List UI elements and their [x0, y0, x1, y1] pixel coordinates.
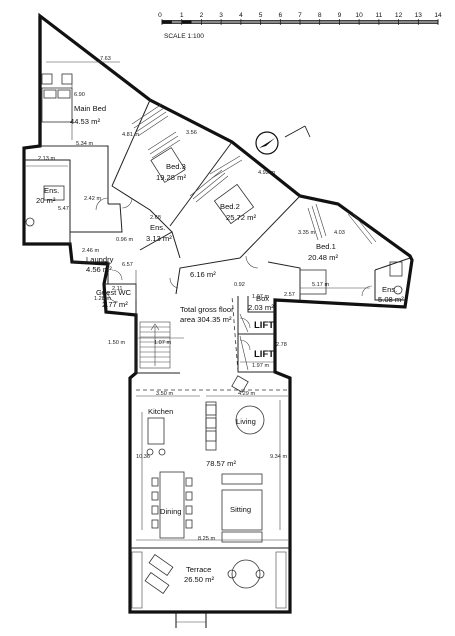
ensuite-left-label: Ens. [44, 186, 59, 195]
dim-0-92: 0.92 [234, 282, 245, 288]
scale-tick-13: 13 [415, 12, 423, 19]
dim-2-11: 2.11 [112, 286, 122, 292]
staircase [139, 321, 171, 369]
dim-6-57: 6.57 [122, 262, 133, 268]
lift-lower-label: LIFT [254, 349, 274, 360]
dim-9-34: 9.34 m [270, 454, 287, 460]
scale-tick-9: 9 [338, 12, 342, 19]
dimension-lines [26, 61, 370, 541]
scale-tick-14: 14 [434, 12, 442, 19]
dim-5-34: 5.34 m [76, 141, 93, 147]
terrace-railing [131, 551, 287, 628]
dim-5-17: 5.17 m [312, 282, 329, 288]
wardrobes [131, 103, 377, 245]
bed1-area: 20.48 m² [308, 253, 338, 262]
laundry-area: 4.56 m² [86, 265, 112, 274]
dim-1-28: 1.28 m [94, 296, 111, 302]
interior-walls [24, 99, 411, 549]
guest-wc-label: Guest WC [96, 288, 132, 297]
dim-6-90: 6.90 [74, 92, 85, 98]
hall-area: 6.16 m² [190, 270, 216, 279]
dim-5-47: 5.47 [58, 206, 69, 212]
dim-1-50: 1.50 m [108, 340, 125, 346]
dim-2-57: 2.57 [284, 292, 295, 298]
dim-2-42: 2.42 m [84, 196, 101, 202]
main-bed-label: Main Bed [74, 104, 106, 113]
dim-2-13: 2.13 m [38, 156, 55, 162]
dim-4-29: 4.29 m [238, 391, 255, 397]
furniture [25, 73, 403, 594]
laundry-label: Laundry [86, 255, 114, 264]
ensuite-left-area: 20 m² [36, 196, 56, 205]
terrace-label: Terrace [186, 565, 211, 574]
dim-0-96: 0.96 m [116, 237, 133, 243]
sitting-label: Sitting [230, 505, 251, 514]
dim-8-25: 8.25 m [198, 536, 215, 542]
scale-label: SCALE 1:100 [164, 33, 204, 40]
dim-2-68: 2.68 [150, 215, 161, 221]
bed1-label: Bed.1 [316, 242, 336, 251]
living-space-area: 78.57 m² [206, 459, 236, 468]
scale-tick-12: 12 [395, 12, 403, 19]
scale-tick-1: 1 [180, 12, 184, 19]
scale-tick-5: 5 [259, 12, 263, 19]
scale-tick-7: 7 [298, 12, 302, 19]
ensuite-mid-label: Ens. [150, 223, 165, 232]
dim-1-07: 1.07 m [154, 340, 171, 346]
scale-tick-0: 0 [158, 12, 162, 19]
dim-3-35: 3.35 m [298, 230, 315, 236]
dim-1-97-bottom: 1.97 m [252, 363, 269, 369]
scale-tick-2: 2 [200, 12, 204, 19]
bed3-area: 19.28 m² [156, 173, 186, 182]
total-area-line2: area 304.35 m² [180, 315, 232, 324]
dim-4-92: 4.92 m [258, 170, 275, 176]
scale-tick-10: 10 [355, 12, 363, 19]
dining-label: Dining [160, 507, 182, 516]
ensuite-right-area: 5.08 m² [378, 295, 404, 304]
terrace-area: 26.50 m² [184, 575, 214, 584]
dim-7-63: 7.63 [100, 56, 111, 62]
kitchen-label: Kitchen [148, 407, 173, 416]
ensuite-mid-area: 3.13 m² [146, 234, 172, 243]
total-area-line1: Total gross floor [180, 305, 234, 314]
dim-4-81: 4.81 m [122, 132, 139, 138]
dim-4-03: 4.03 [334, 230, 345, 236]
scale-tick-6: 6 [278, 12, 282, 19]
main-bed-area: 44.53 m² [70, 117, 100, 126]
box-area: 2.03 m² [248, 303, 274, 312]
lift-shaft-icon [239, 313, 251, 371]
scale-tick-11: 11 [375, 12, 382, 19]
scale-bar: 0 1 2 3 4 5 6 7 8 9 10 11 12 13 14 SCALE… [158, 12, 442, 40]
guest-wc-area: 2.77 m² [102, 300, 128, 309]
scale-tick-4: 4 [239, 12, 243, 19]
doors [95, 197, 373, 303]
dim-2-78: 2.78 [276, 342, 287, 348]
dim-3-50: 3.50 m [156, 391, 173, 397]
bed2-label: Bed.2 [220, 202, 240, 211]
bed3-label: Bed.3 [166, 162, 186, 171]
bed2-area: 25.72 m² [226, 213, 256, 222]
scale-tick-8: 8 [318, 12, 322, 19]
living-label: Living [236, 417, 256, 426]
lift-upper-label: LIFT [254, 320, 274, 331]
scale-tick-3: 3 [219, 12, 223, 19]
north-arrow-icon [255, 125, 311, 155]
dim-10-36: 10.36 [136, 454, 150, 460]
box-label: Box [256, 294, 269, 303]
dim-1-97-top: 1.97 m [252, 294, 269, 300]
ensuite-right-label: Ens. [382, 285, 397, 294]
dim-2-46: 2.46 m [82, 248, 99, 254]
dim-3-56: 3.56 [186, 130, 197, 136]
